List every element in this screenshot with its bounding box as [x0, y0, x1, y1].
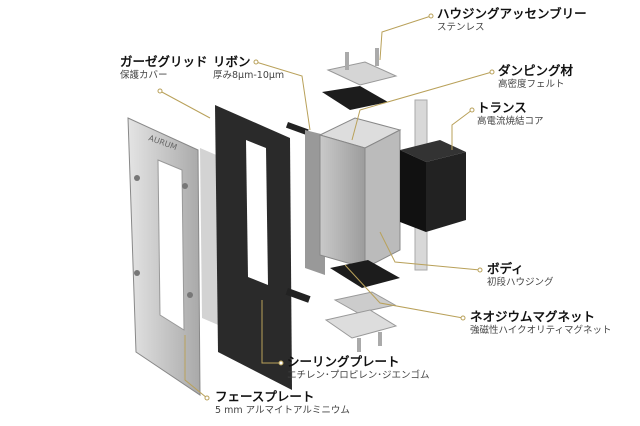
callout-title: シーリングプレート — [287, 354, 400, 369]
transformer — [400, 99, 466, 271]
damping-bottom — [330, 260, 400, 288]
callout-lines — [159, 15, 493, 399]
callout-sub: 強磁性ハイクオリティマグネット — [470, 325, 612, 337]
housing-top — [326, 61, 398, 86]
callout-housing: ハウジングアッセンブリー ステンレス — [437, 6, 587, 34]
callout-sealing: シーリングプレート エチレン･プロピレン･ジエンゴム — [287, 354, 430, 382]
sealing-plate — [215, 105, 292, 390]
callout-sub: 初段ハウジング — [487, 277, 554, 289]
callout-dots — [157, 13, 495, 401]
callout-title: ボディ — [487, 261, 524, 276]
callout-body: ボディ 初段ハウジング — [487, 261, 554, 289]
callout-title: ガーゼグリッド — [120, 54, 208, 69]
magnet — [333, 291, 397, 314]
callout-title: ネオジウムマグネット — [470, 309, 596, 324]
callout-sub: 5 mm アルマイトアルミニウム — [215, 405, 350, 417]
callout-transformer: トランス 高電流焼結コア — [477, 100, 544, 128]
callout-title: トランス — [477, 100, 527, 115]
callout-sub: 厚み8μm-10μm — [213, 70, 285, 82]
callout-face: フェースプレート 5 mm アルマイトアルミニウム — [215, 389, 350, 417]
face-plate: AURUM — [127, 117, 201, 396]
callout-title: フェースプレート — [215, 389, 315, 404]
callout-sub: 高密度フェルト — [498, 79, 565, 91]
callout-sub: 高電流焼結コア — [477, 116, 544, 128]
callout-sub: ステンレス — [437, 22, 485, 34]
callout-magnet: ネオジウムマグネット 強磁性ハイクオリティマグネット — [470, 309, 612, 337]
callout-title: ハウジングアッセンブリー — [437, 6, 587, 21]
callout-ribbon: リボン 厚み8μm-10μm — [213, 54, 285, 82]
callout-sub: 保護カバー — [120, 70, 168, 82]
callout-sub: エチレン･プロピレン･ジエンゴム — [287, 370, 430, 382]
housing-bottom — [324, 309, 398, 339]
callout-title: リボン — [213, 54, 251, 69]
damping-top — [322, 86, 388, 110]
body-block — [318, 117, 402, 269]
callout-damping: ダンピング材 高密度フェルト — [498, 63, 574, 91]
callout-gauze: ガーゼグリッド 保護カバー — [120, 54, 208, 82]
callout-title: ダンピング材 — [498, 63, 574, 78]
